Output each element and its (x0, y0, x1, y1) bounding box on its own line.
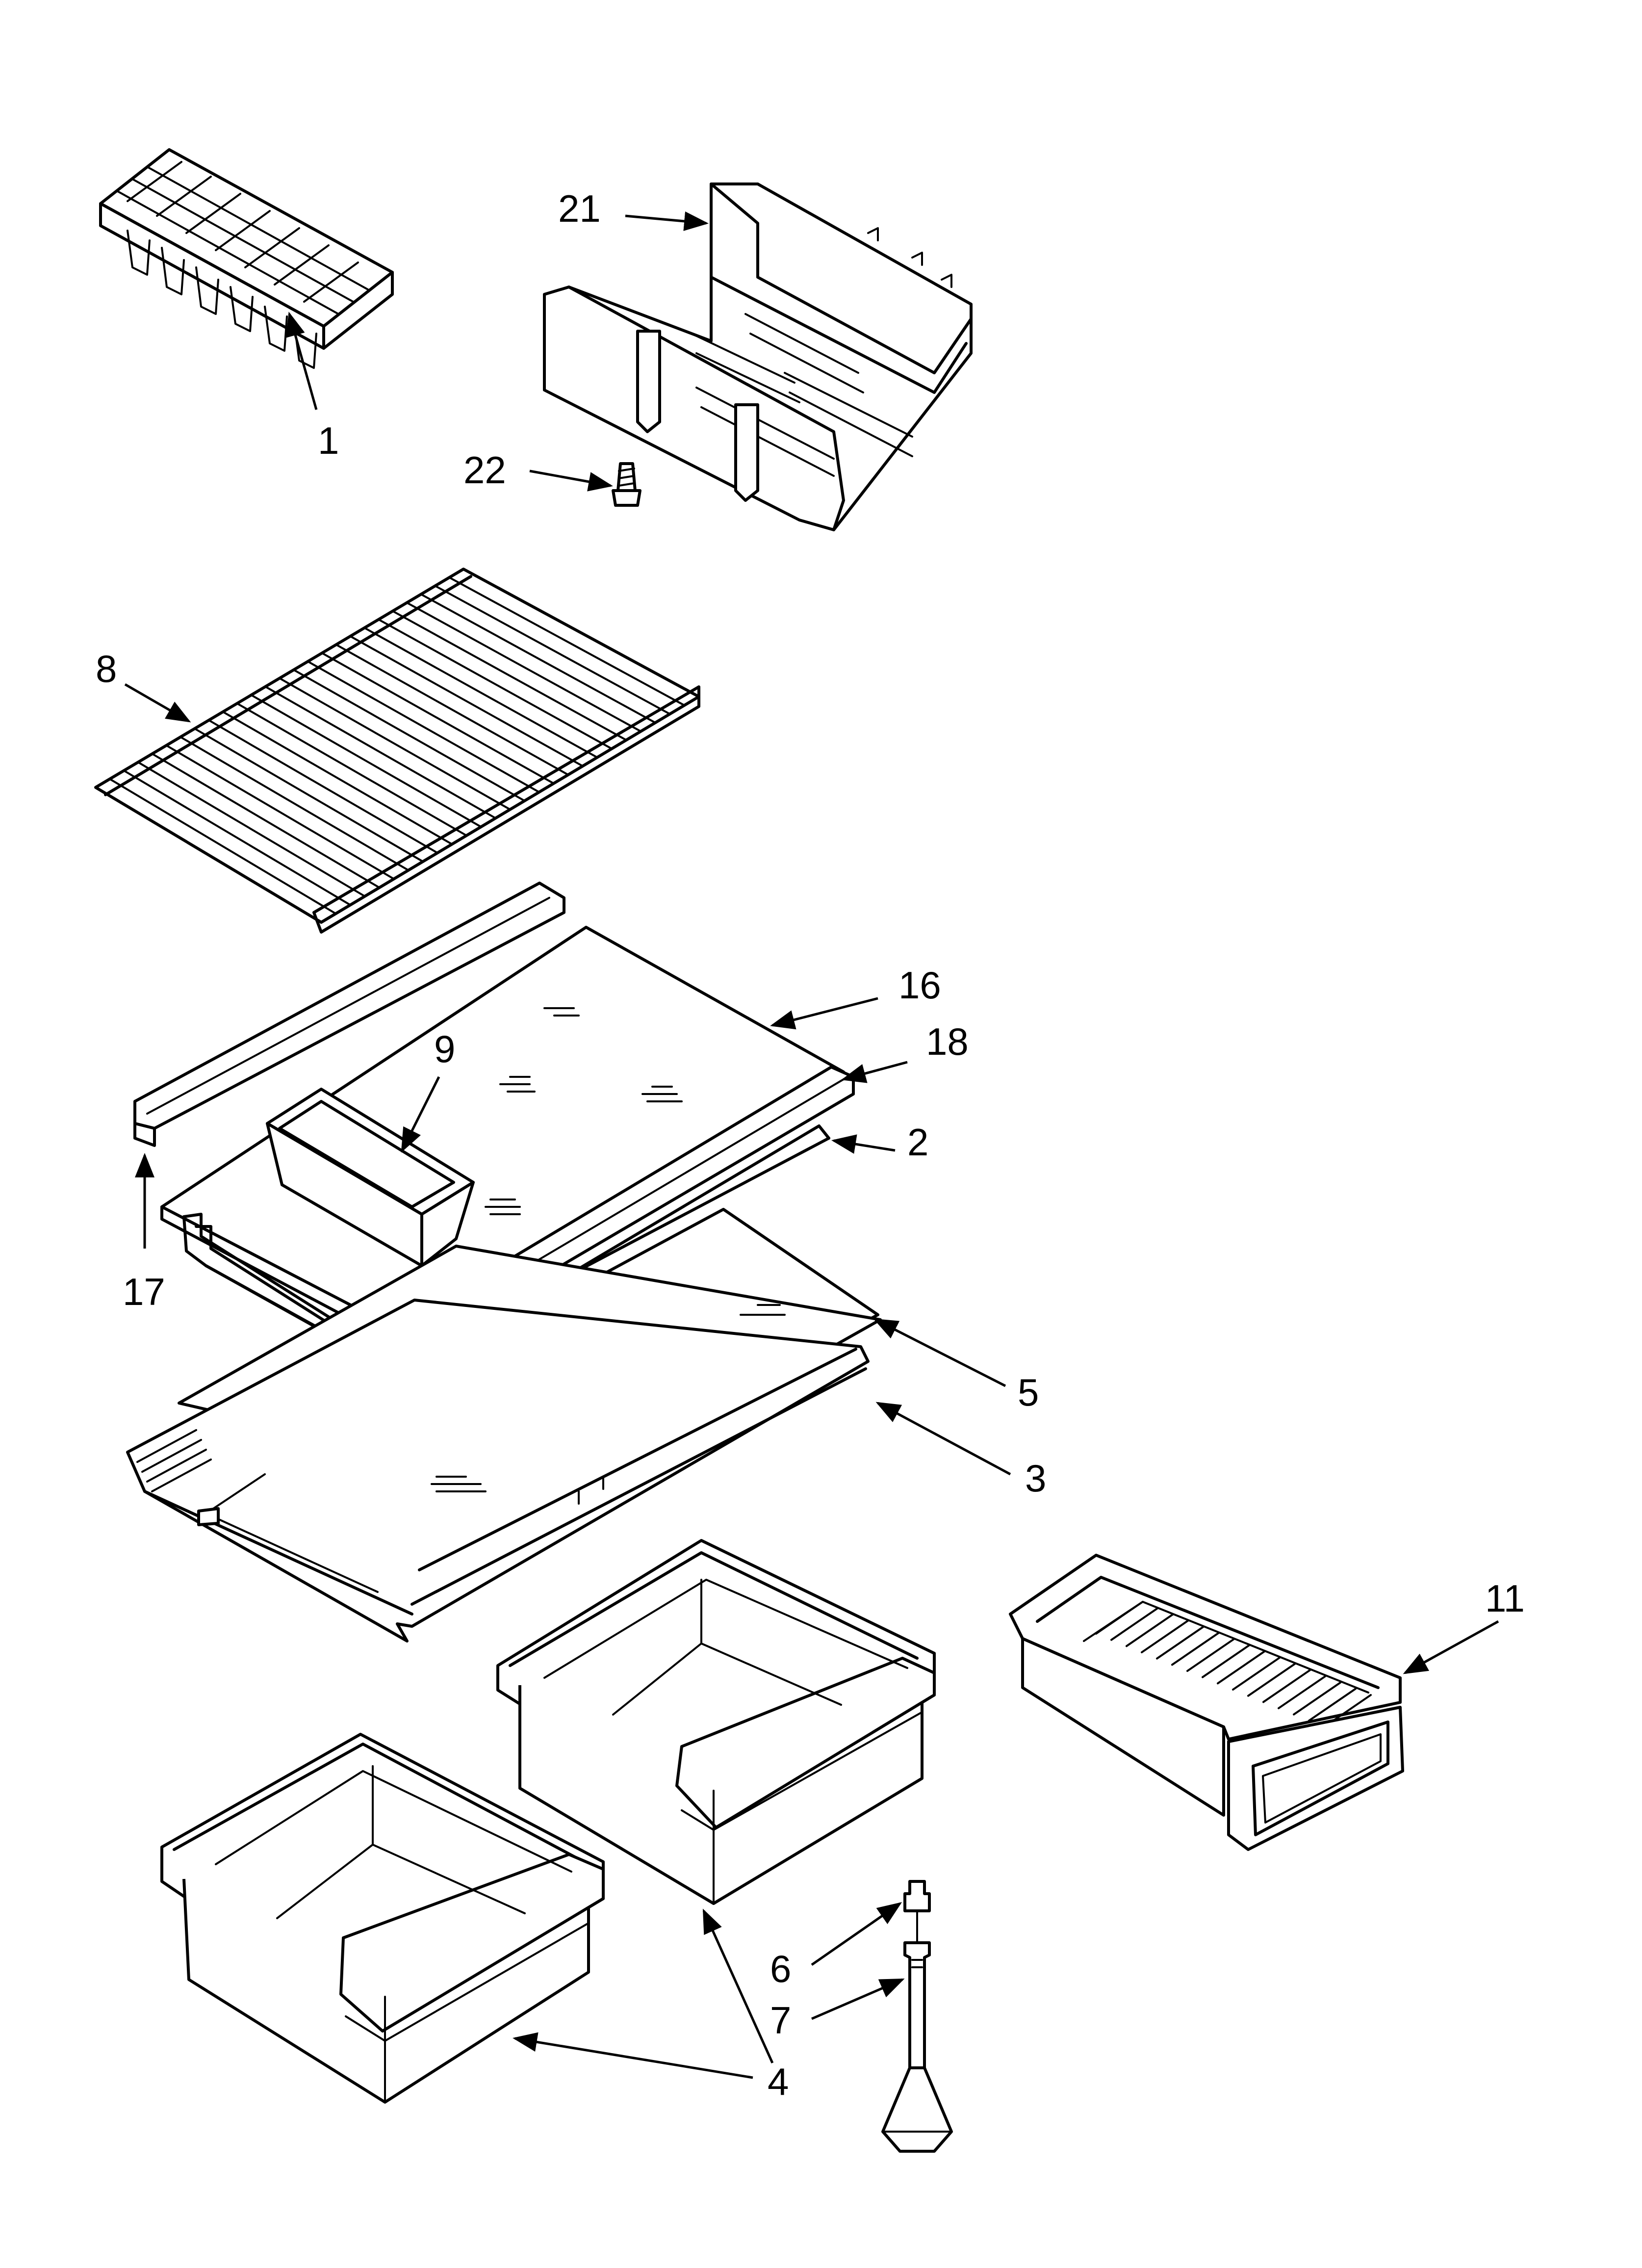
wire-rod (250, 694, 482, 828)
wire-rod (108, 778, 337, 915)
callout-8: 8 (96, 647, 117, 690)
wire-rod (377, 618, 613, 750)
wire-rod (292, 669, 526, 802)
wire-rod (207, 719, 438, 854)
callout-22: 22 (463, 448, 506, 492)
ice-cube-tray (99, 148, 394, 369)
callout-4: 4 (768, 2060, 789, 2103)
wire-rod (321, 652, 555, 784)
wire-rod (406, 601, 642, 732)
wire-rod (420, 593, 657, 724)
wire-rod (236, 702, 468, 837)
wire-rod (448, 576, 686, 706)
screw (612, 462, 641, 507)
crisper-cover (126, 1299, 870, 1642)
callout-18: 18 (926, 1020, 969, 1063)
callout-7: 7 (770, 1999, 791, 2042)
freezer-tray (543, 182, 973, 531)
wire-rod (279, 677, 511, 810)
basket-slat (1217, 1650, 1265, 1685)
callout-17: 17 (123, 1270, 165, 1313)
callout-3: 3 (1025, 1457, 1046, 1500)
wire-rod (307, 660, 540, 793)
basket-slat (1141, 1619, 1189, 1653)
basket-slat (1095, 1601, 1144, 1635)
wire-rod (137, 761, 366, 897)
callout-21: 21 (558, 187, 601, 230)
wire-rod (264, 685, 497, 819)
basket-slat (1110, 1607, 1159, 1641)
basket-slat (1308, 1688, 1357, 1722)
wire-rod (363, 626, 598, 758)
callout-2: 2 (907, 1121, 928, 1164)
callout-labels: 1 21 22 8 16 18 9 2 17 5 3 11 6 7 4 (96, 187, 1525, 2103)
wire-rod (193, 728, 424, 863)
wire-rod (123, 769, 352, 906)
wire-rod (222, 710, 453, 845)
wire-rod (391, 610, 627, 741)
leader-arrows (124, 211, 1499, 2079)
door-bin (266, 1088, 475, 1267)
shelf-rail (133, 882, 565, 1147)
basket-slat (1293, 1681, 1341, 1716)
crisper-drawer-front (160, 1733, 605, 2104)
wire-rod (349, 635, 584, 767)
basket-slat (1171, 1632, 1220, 1666)
basket-slat (1202, 1644, 1250, 1678)
wire-rod (165, 744, 395, 880)
callout-11: 11 (1485, 1577, 1525, 1620)
callout-16: 16 (898, 964, 941, 1007)
crisper-drawer-back (496, 1539, 936, 1905)
wire-rod (335, 644, 569, 776)
basket-slat (1262, 1669, 1311, 1703)
wire-rod (180, 736, 410, 871)
basket-slat (1186, 1638, 1235, 1672)
basket-slat (1232, 1657, 1281, 1691)
basket-slat (1278, 1675, 1326, 1709)
callout-1: 1 (318, 419, 339, 462)
basket-slat (1247, 1663, 1296, 1697)
callout-6: 6 (770, 1947, 791, 1990)
wire-rod (151, 753, 381, 889)
basket-slat (1126, 1613, 1174, 1647)
wire-shelf (94, 568, 700, 934)
callout-5: 5 (1018, 1371, 1039, 1414)
leveling-leg (881, 1880, 953, 2153)
wire-rod (434, 585, 671, 715)
freezer-basket (1009, 1554, 1404, 1851)
callout-9: 9 (434, 1027, 455, 1070)
basket-slat (1156, 1625, 1205, 1660)
